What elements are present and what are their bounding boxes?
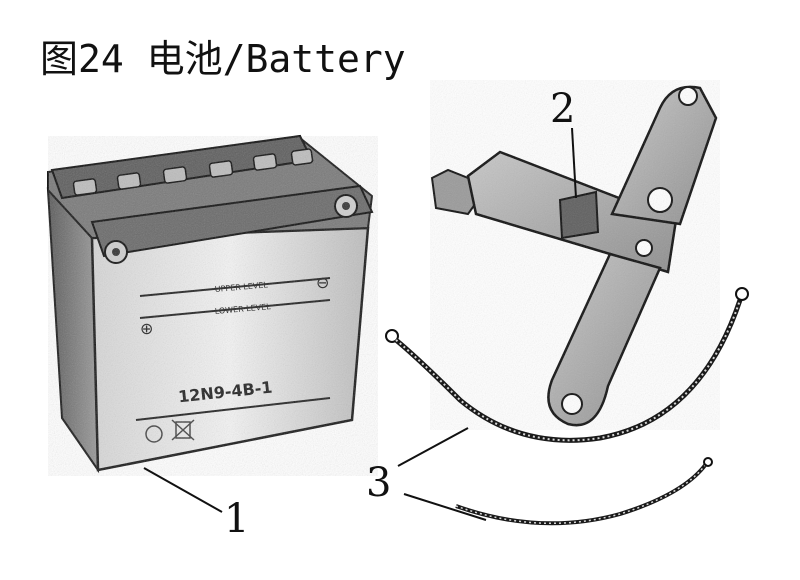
callout-2: 2	[550, 86, 575, 132]
callout-3: 3	[366, 460, 391, 506]
leader-line-1	[143, 467, 223, 513]
cables-part	[385, 287, 749, 526]
callout-1: 1	[224, 496, 249, 542]
leader-line-2	[571, 127, 577, 199]
battery-part: UPPER LEVEL LOWER LEVEL ⊕ ⊖ 12N9-4B-1	[46, 134, 378, 476]
figure-title: 图24 电池/Battery	[40, 37, 406, 81]
positive-mark: ⊕	[140, 319, 153, 338]
leader-line-3a	[397, 427, 469, 467]
bracket-part	[430, 80, 720, 430]
negative-mark: ⊖	[316, 273, 329, 292]
leader-line-3b	[403, 493, 487, 521]
